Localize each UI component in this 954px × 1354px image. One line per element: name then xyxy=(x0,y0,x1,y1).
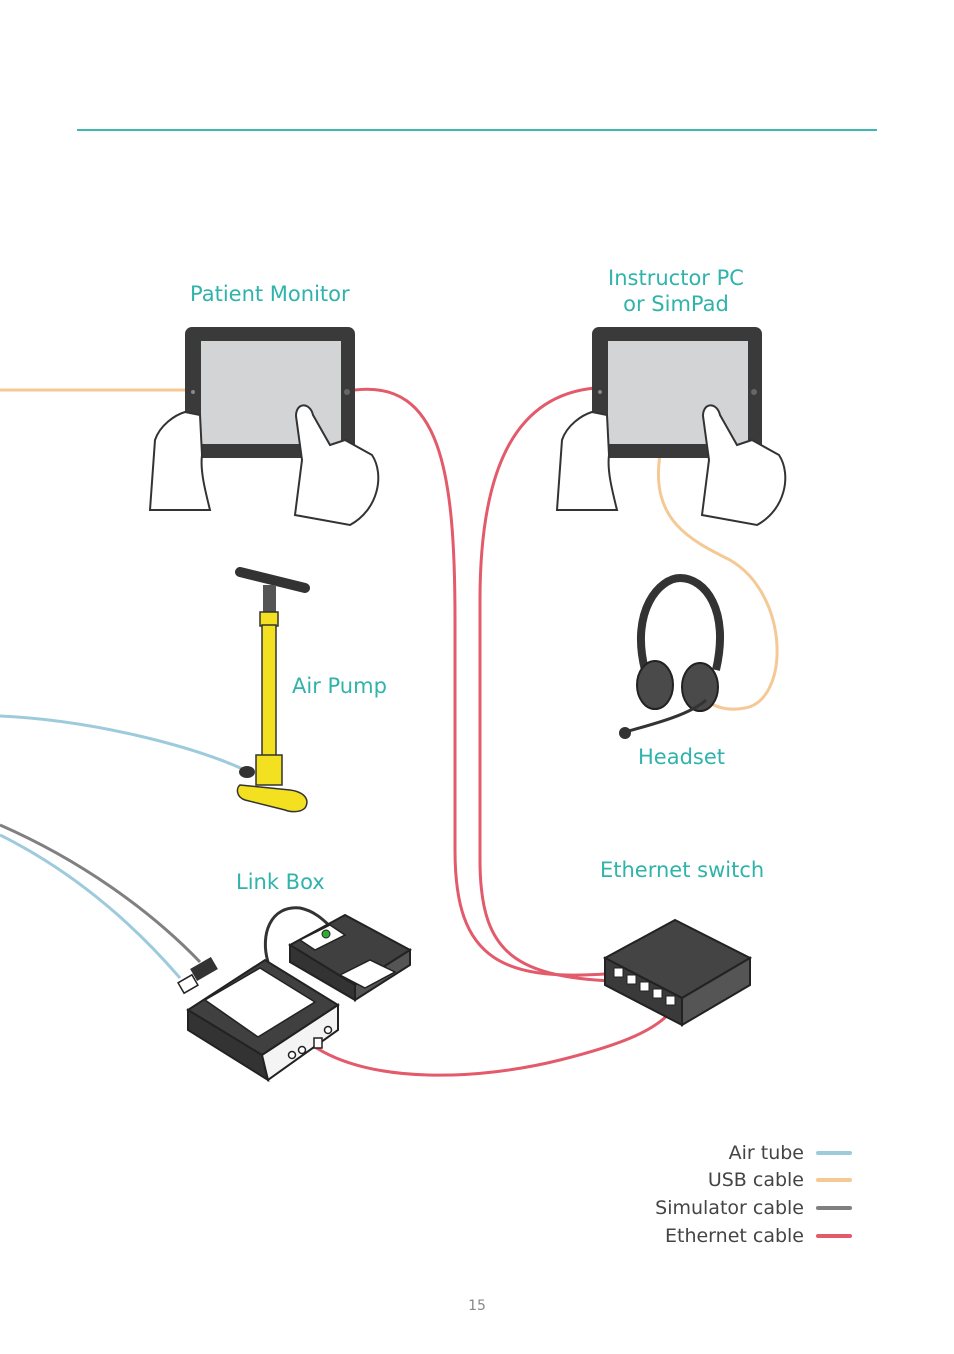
header-rule xyxy=(77,129,877,131)
legend-item-ethernet-cable: Ethernet cable xyxy=(600,1223,860,1249)
page-number: 15 xyxy=(468,1298,486,1314)
label-air-pump: Air Pump xyxy=(292,674,387,698)
air-pump xyxy=(235,567,310,813)
legend-item-air-tube: Air tube xyxy=(600,1140,860,1166)
label-ethernet-switch: Ethernet switch xyxy=(600,858,765,882)
patient-monitor-right-hand xyxy=(293,404,380,527)
label-instructor-pc-line2: or SimPad xyxy=(623,292,729,316)
instructor-right-hand xyxy=(700,404,787,527)
instructor-tablet xyxy=(592,327,762,458)
legend-item-usb-cable: USB cable xyxy=(600,1167,860,1193)
legend-label: Ethernet cable xyxy=(664,1225,804,1247)
simulator-cable xyxy=(0,823,202,964)
ethernet-cable-instructor xyxy=(478,386,641,984)
patient-monitor-tablet xyxy=(185,327,355,458)
ethernet-cable-link-box xyxy=(311,1004,678,1077)
patient-monitor-left-hand xyxy=(148,410,212,511)
legend-item-simulator-cable: Simulator cable xyxy=(600,1195,860,1221)
label-instructor-pc: Instructor PC or SimPad xyxy=(596,265,756,317)
legend-swatch-usb-cable xyxy=(816,1178,852,1182)
ethernet-switch xyxy=(602,918,753,1027)
label-headset: Headset xyxy=(638,745,726,769)
label-patient-monitor: Patient Monitor xyxy=(190,282,350,306)
legend-swatch-simulator-cable xyxy=(816,1206,852,1210)
label-link-box: Link Box xyxy=(236,870,325,894)
legend-label: USB cable xyxy=(707,1169,804,1191)
legend-swatch-ethernet-cable xyxy=(816,1234,852,1238)
air-tube-pump xyxy=(0,714,246,772)
instructor-left-hand xyxy=(555,410,619,511)
legend-label: Air tube xyxy=(728,1142,804,1164)
headset xyxy=(619,573,724,739)
legend-label: Simulator cable xyxy=(655,1197,804,1219)
air-tube-link-box xyxy=(0,833,182,979)
link-box xyxy=(177,906,412,1083)
ethernet-cable-patient-monitor xyxy=(354,387,629,977)
legend-swatch-air-tube xyxy=(816,1151,852,1155)
usb-cable-headset xyxy=(657,454,779,711)
label-instructor-pc-line1: Instructor PC xyxy=(608,266,744,290)
